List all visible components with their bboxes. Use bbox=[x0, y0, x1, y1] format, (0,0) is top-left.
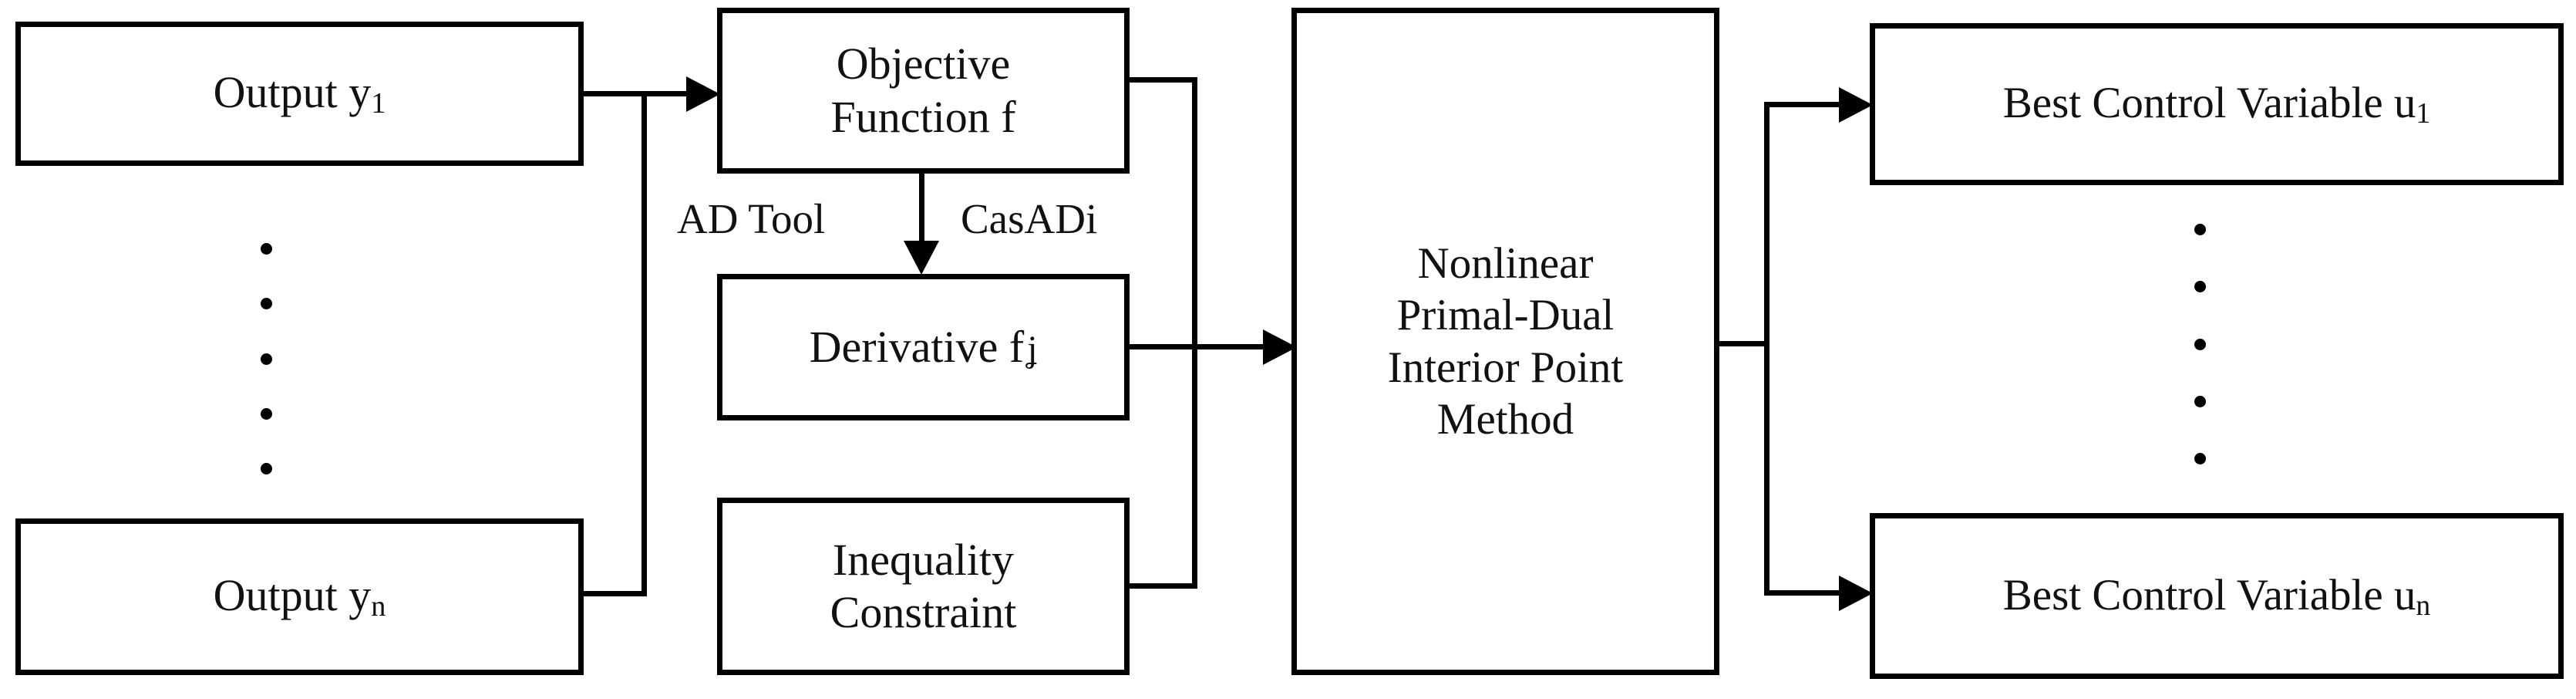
node-output-yn-label: Output yn bbox=[213, 569, 386, 623]
arrowhead-into-derivative bbox=[904, 241, 939, 275]
edge-solver-to-best-u1 bbox=[1764, 102, 1843, 107]
ellipsis-dot bbox=[2194, 395, 2206, 407]
edge-output-y1-stub bbox=[581, 91, 647, 96]
edge-solver-split-bus bbox=[1764, 102, 1770, 596]
node-derivative-label: Derivative fʝ bbox=[809, 321, 1038, 372]
node-inequality-constraint[interactable]: Inequality Constraint bbox=[717, 498, 1130, 675]
arrowhead-into-objective bbox=[686, 76, 720, 112]
ellipsis-dot bbox=[2194, 281, 2206, 293]
edge-inequality-stub bbox=[1126, 583, 1197, 589]
node-best-control-variable-u1-label: Best Control Variable u1 bbox=[2002, 79, 2431, 130]
arrowhead-into-best-u1 bbox=[1839, 87, 1873, 123]
edge-middle-merge-bus bbox=[1192, 77, 1197, 589]
ellipsis-dot bbox=[260, 463, 272, 474]
subscript-1: 1 bbox=[371, 86, 386, 120]
ellipsis-dot bbox=[2194, 338, 2206, 350]
node-solver-label: Nonlinear Primal-Dual Interior Point Met… bbox=[1387, 239, 1624, 444]
ellipsis-dot bbox=[260, 353, 272, 365]
subscript-n: n bbox=[371, 589, 386, 623]
node-solver[interactable]: Nonlinear Primal-Dual Interior Point Met… bbox=[1291, 8, 1719, 675]
edge-outputs-to-objective bbox=[641, 91, 689, 96]
ellipsis-control-variables bbox=[2194, 224, 2206, 464]
node-output-y1[interactable]: Output y1 bbox=[15, 22, 584, 166]
node-output-yn[interactable]: Output yn bbox=[15, 518, 584, 675]
edge-derivative-stub bbox=[1126, 344, 1197, 350]
edge-objective-to-derivative bbox=[919, 171, 924, 245]
edge-label-casadi: CasADi bbox=[961, 195, 1098, 242]
ellipsis-dot bbox=[260, 243, 272, 255]
arrowhead-into-solver bbox=[1263, 329, 1297, 365]
node-objective-function-label: Objective Function f bbox=[830, 39, 1016, 142]
arrowhead-into-best-un bbox=[1839, 576, 1873, 611]
edge-solver-stub bbox=[1716, 341, 1767, 346]
ellipsis-outputs bbox=[260, 243, 272, 474]
ellipsis-dot bbox=[260, 298, 272, 310]
node-best-control-variable-un[interactable]: Best Control Variable un bbox=[1870, 513, 2564, 679]
node-inequality-constraint-label: Inequality Constraint bbox=[830, 534, 1017, 637]
edge-label-ad-tool: AD Tool bbox=[677, 195, 826, 242]
node-best-control-variable-u1[interactable]: Best Control Variable u1 bbox=[1870, 23, 2564, 185]
derivative-prime-marker: ʝ bbox=[1027, 329, 1038, 370]
node-derivative[interactable]: Derivative fʝ bbox=[717, 274, 1130, 420]
ellipsis-dot bbox=[2194, 224, 2206, 235]
node-output-y1-label: Output y1 bbox=[213, 66, 386, 120]
node-objective-function[interactable]: Objective Function f bbox=[717, 8, 1130, 174]
edge-solver-to-best-un bbox=[1764, 590, 1843, 596]
ellipsis-dot bbox=[260, 407, 272, 420]
node-best-control-variable-un-label: Best Control Variable un bbox=[2002, 570, 2431, 622]
subscript-1: 1 bbox=[2416, 97, 2431, 130]
edge-objective-stub bbox=[1126, 77, 1197, 83]
edge-outputs-merge-bus bbox=[641, 91, 647, 596]
edge-output-yn-stub bbox=[581, 591, 647, 596]
ellipsis-dot bbox=[2194, 453, 2206, 464]
edge-middle-to-solver bbox=[1192, 344, 1266, 350]
subscript-n: n bbox=[2416, 589, 2431, 622]
